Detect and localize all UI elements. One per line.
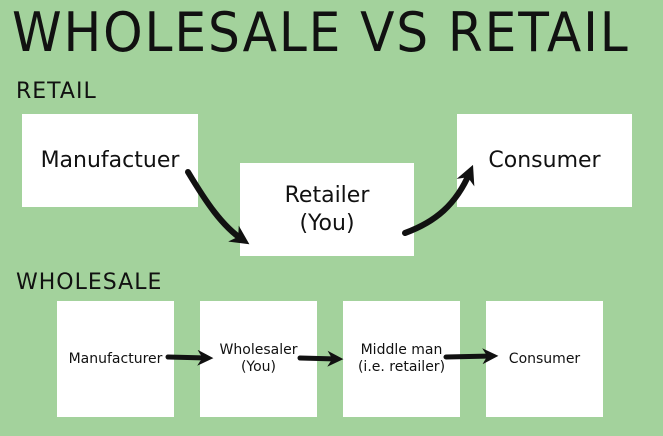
page-title: WHOLESALE VS RETAIL — [12, 1, 630, 64]
wholesale-node-wholesaler: Wholesaler (You) — [200, 301, 317, 417]
wholesale-node-manufacturer-label: Manufacturer — [68, 350, 163, 367]
retail-node-manufacturer-label: Manufactuer — [40, 147, 180, 173]
wholesale-node-manufacturer: Manufacturer — [57, 301, 174, 417]
wholesale-node-consumer: Consumer — [486, 301, 603, 417]
wholesale-section-label: WHOLESALE — [16, 270, 163, 295]
wholesale-node-consumer-label: Consumer — [508, 350, 581, 367]
retail-node-retailer-label: Retailer (You) — [284, 182, 370, 236]
wholesale-node-wholesaler-label: Wholesaler (You) — [219, 342, 298, 375]
wholesale-node-middle-man: Middle man (i.e. retailer) — [343, 301, 460, 417]
wholesale-node-middle-man-label: Middle man (i.e. retailer) — [357, 342, 446, 375]
retail-section-label: RETAIL — [16, 79, 97, 104]
retail-node-consumer: Consumer — [457, 114, 632, 207]
retail-node-retailer: Retailer (You) — [240, 163, 414, 256]
retail-node-consumer-label: Consumer — [488, 147, 601, 173]
retail-node-manufacturer: Manufactuer — [22, 114, 198, 207]
